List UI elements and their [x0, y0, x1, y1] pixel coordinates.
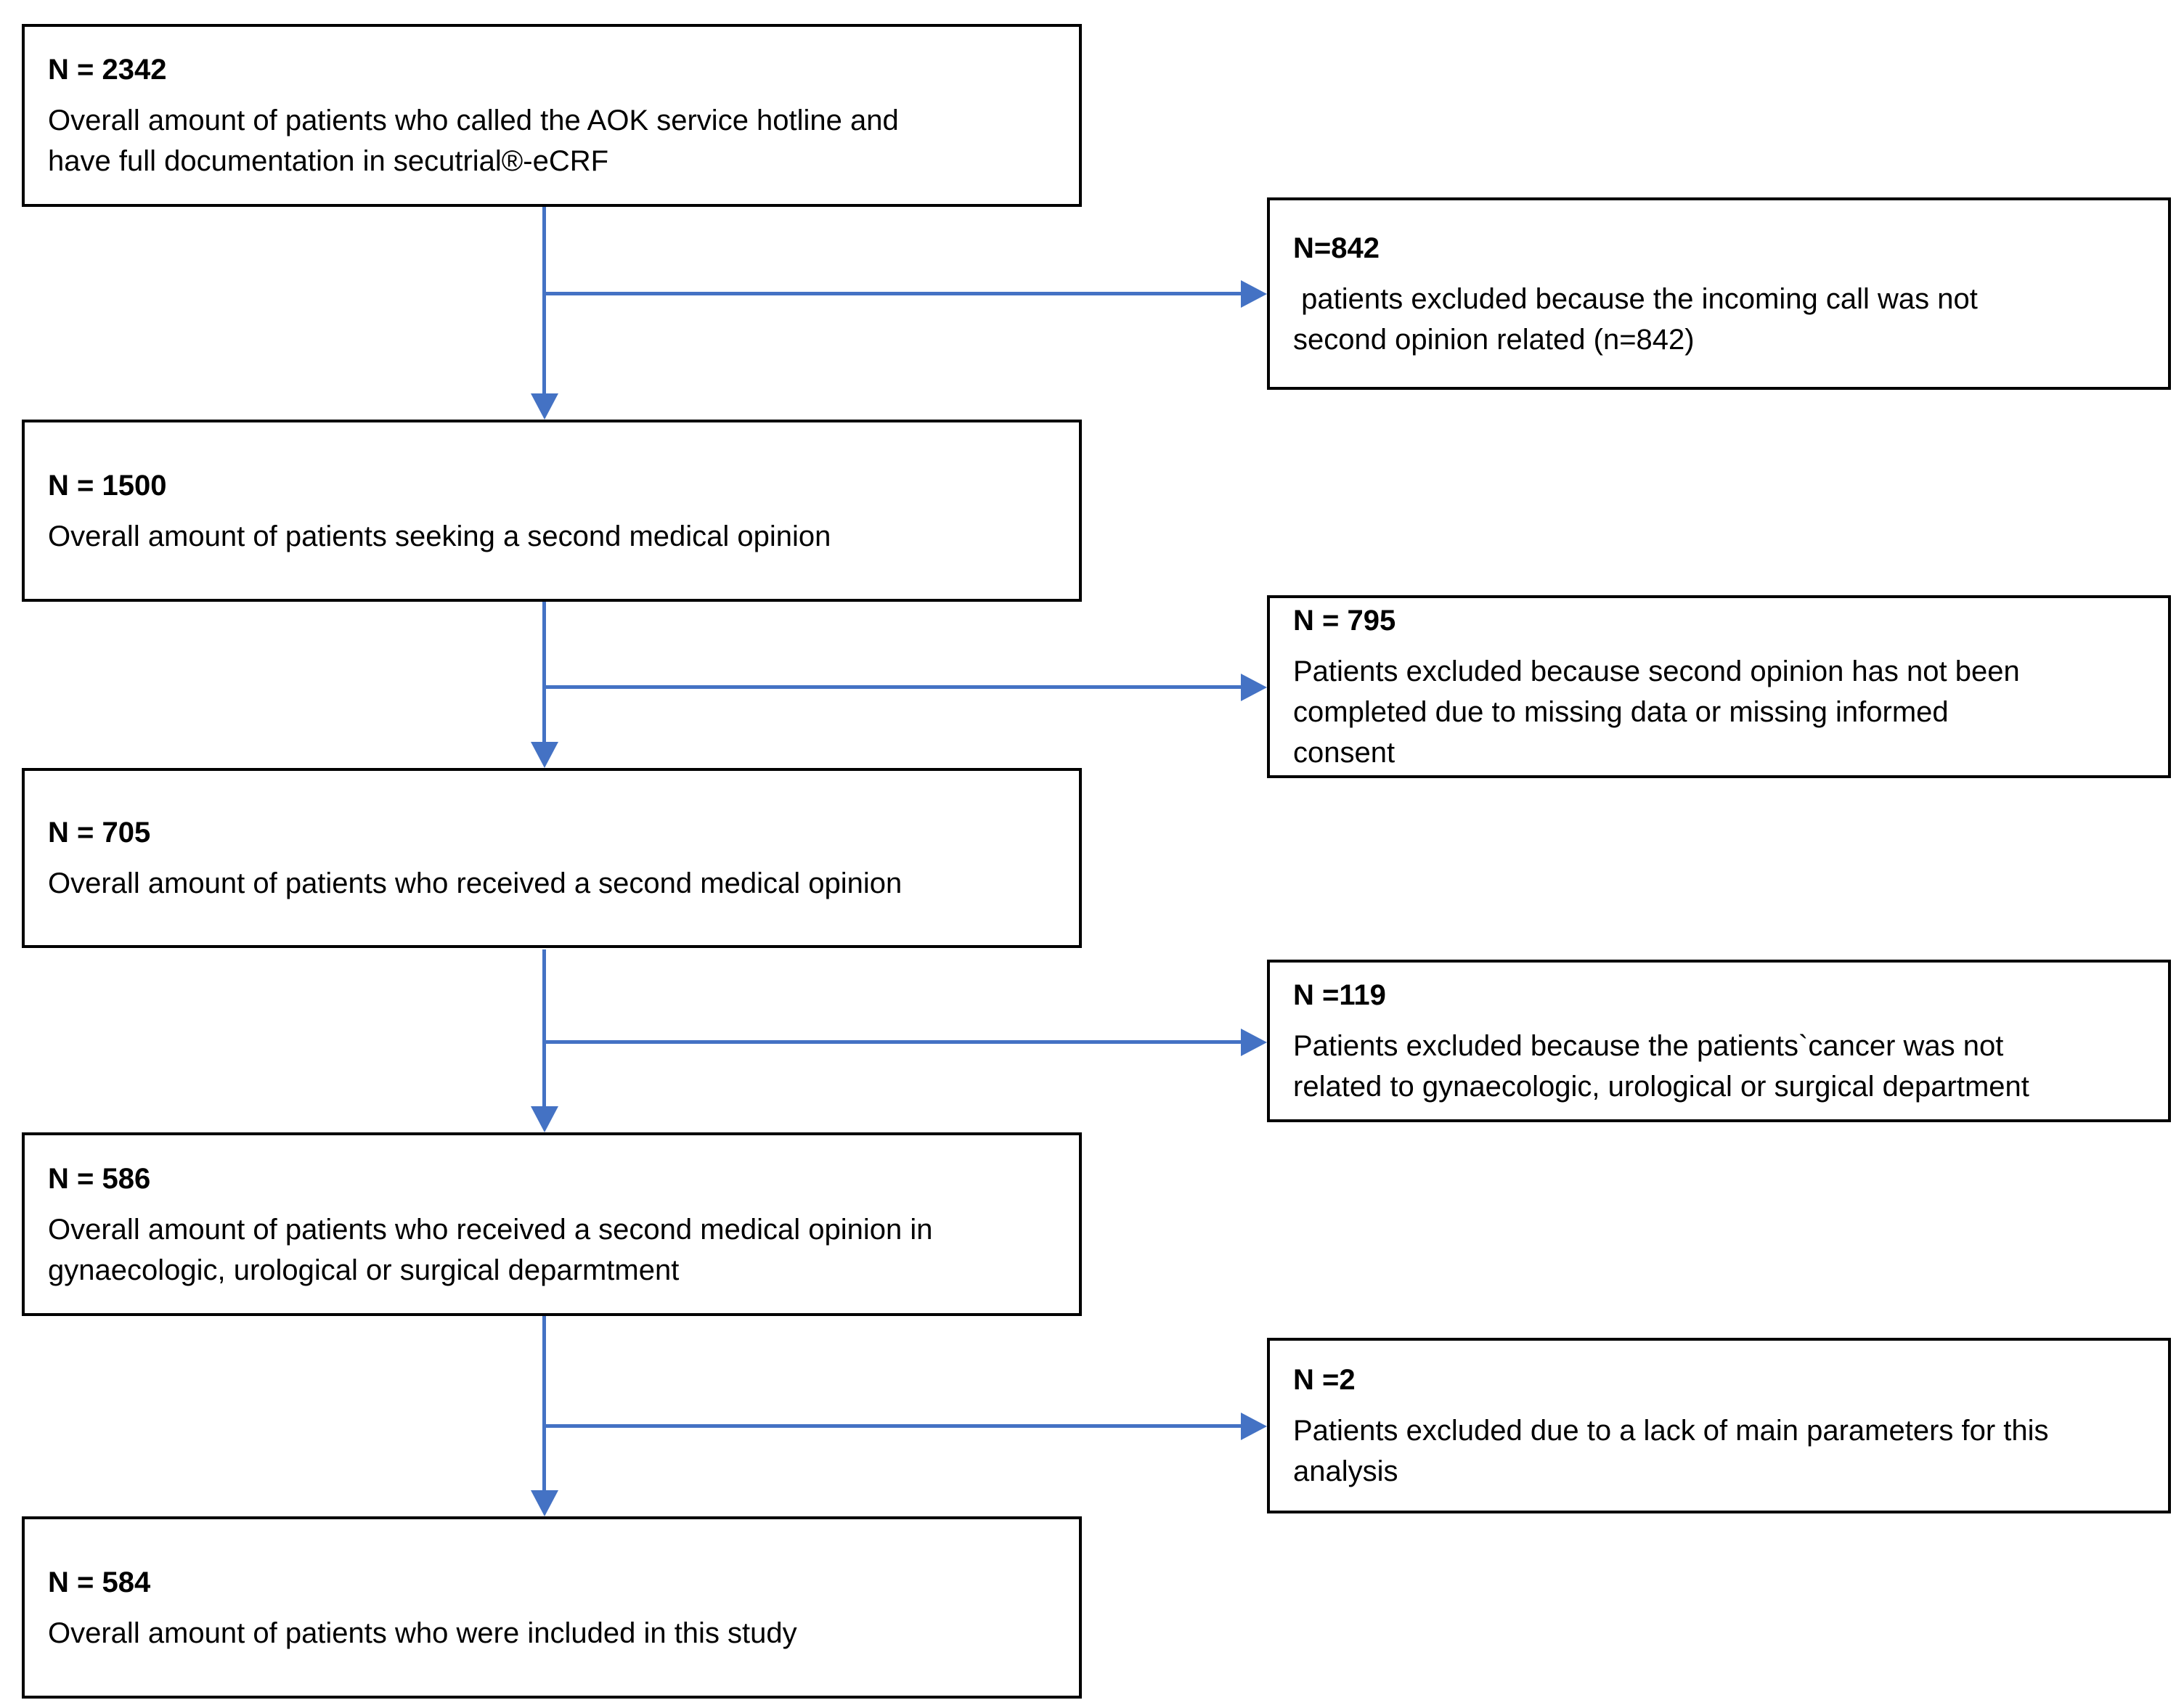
n-label: N = 586	[48, 1162, 151, 1195]
arrowhead-down-icon	[531, 1106, 558, 1132]
arrowhead-right-icon	[1241, 674, 1267, 701]
exclusion-box-missing-parameters: N =2 Patients excluded due to a lack of …	[1267, 1338, 2171, 1513]
box-description: patients excluded because the incoming c…	[1293, 282, 1978, 356]
arrowhead-down-icon	[531, 1490, 558, 1516]
arrowhead-right-icon	[1241, 1029, 1267, 1056]
connector-down-1	[542, 207, 546, 393]
n-label: N =2	[1293, 1364, 1356, 1396]
box-description: Patients excluded due to a lack of main …	[1293, 1415, 2049, 1487]
flow-box-seeking-opinion: N = 1500 Overall amount of patients seek…	[22, 420, 1082, 602]
n-label: N=842	[1293, 232, 1380, 264]
n-label: N = 795	[1293, 605, 1396, 637]
flow-box-received-opinion: N = 705 Overall amount of patients who r…	[22, 768, 1082, 948]
box-description: Patients excluded because second opinion…	[1293, 655, 2020, 769]
exclusion-box-not-completed: N = 795 Patients excluded because second…	[1267, 595, 2171, 778]
n-label: N =119	[1293, 979, 1386, 1011]
exclusion-box-not-second-opinion: N=842 patients excluded because the inco…	[1267, 197, 2171, 390]
flow-box-called-hotline: N = 2342 Overall amount of patients who …	[22, 24, 1082, 207]
connector-right-4	[544, 1424, 1241, 1428]
n-label: N = 705	[48, 817, 151, 849]
connector-right-2	[544, 685, 1241, 689]
box-description: Overall amount of patients who called th…	[48, 105, 899, 177]
arrowhead-down-icon	[531, 742, 558, 768]
connector-down-2	[542, 602, 546, 742]
box-description: Overall amount of patients who received …	[48, 867, 902, 899]
flow-box-included-study: N = 584 Overall amount of patients who w…	[22, 1516, 1082, 1699]
n-label: N = 2342	[48, 54, 167, 86]
connector-down-3	[542, 949, 546, 1106]
n-label: N = 1500	[48, 469, 167, 502]
box-description: Overall amount of patients seeking a sec…	[48, 520, 831, 552]
exclusion-box-other-department: N =119 Patients excluded because the pat…	[1267, 960, 2171, 1122]
flow-box-department-opinion: N = 586 Overall amount of patients who r…	[22, 1132, 1082, 1316]
box-description: Patients excluded because the patients`c…	[1293, 1030, 2029, 1103]
n-label: N = 584	[48, 1566, 151, 1598]
box-description: Overall amount of patients who were incl…	[48, 1617, 797, 1649]
connector-down-4	[542, 1316, 546, 1490]
connector-right-3	[544, 1040, 1241, 1044]
connector-right-1	[544, 292, 1241, 295]
box-description: Overall amount of patients who received …	[48, 1213, 933, 1286]
arrowhead-down-icon	[531, 393, 558, 420]
arrowhead-right-icon	[1241, 1413, 1267, 1440]
arrowhead-right-icon	[1241, 280, 1267, 308]
